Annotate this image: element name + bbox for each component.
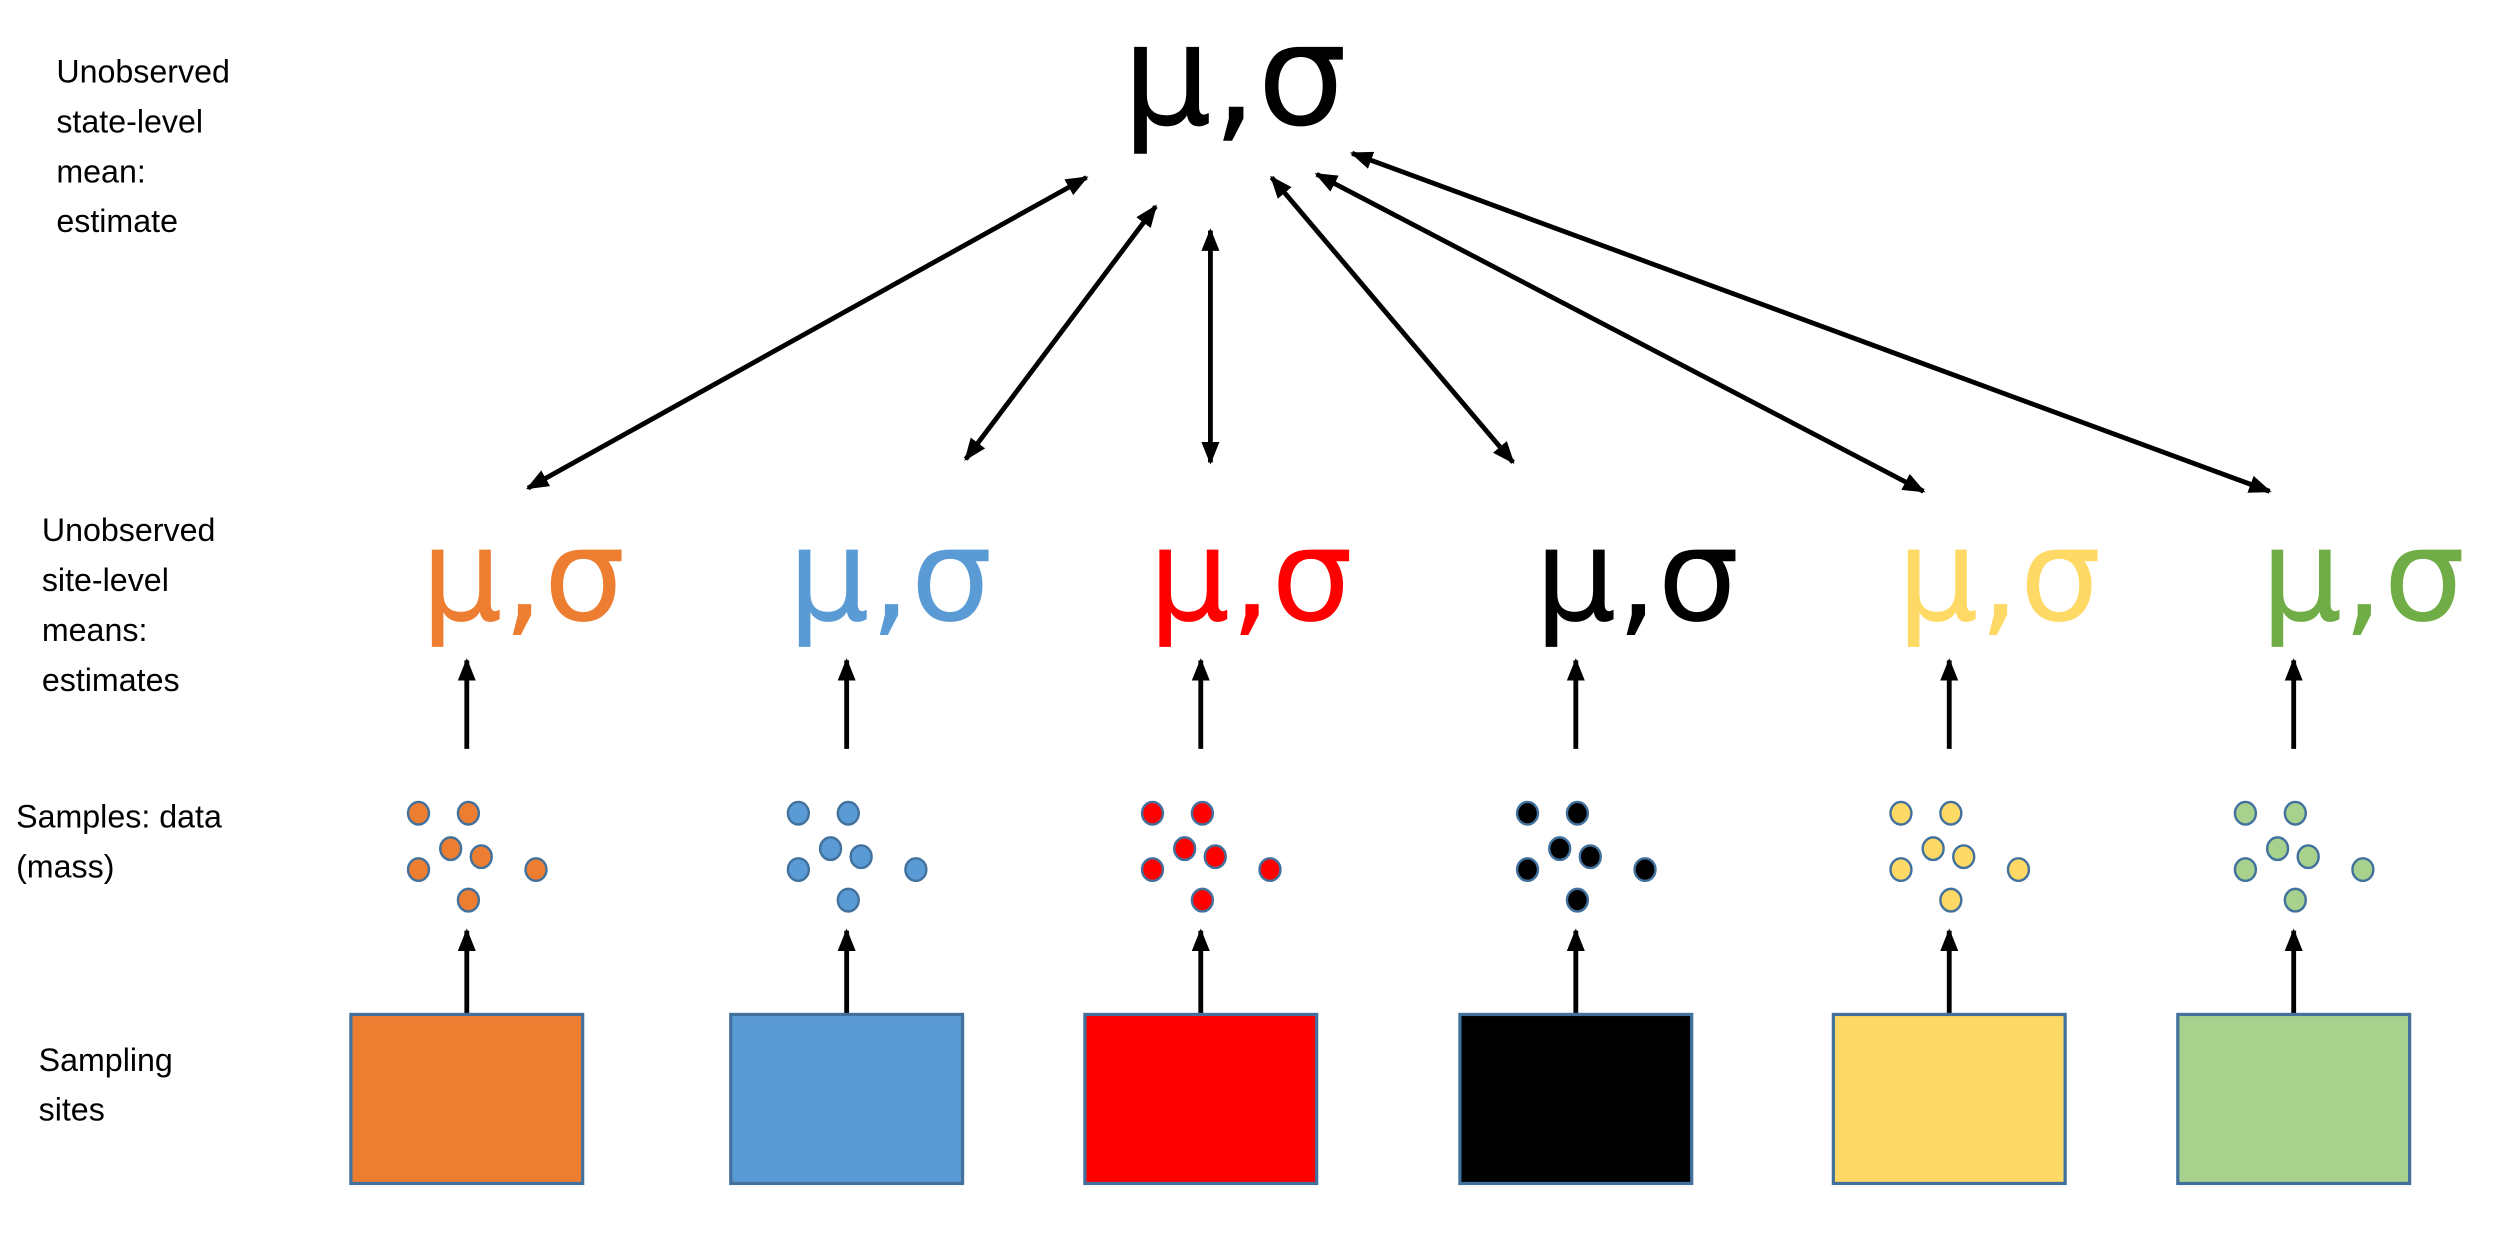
sample-dot (1939, 887, 1963, 913)
sample-dot (1889, 857, 1913, 883)
sites-label-line: sites (39, 1092, 105, 1128)
sample-dot (786, 800, 811, 826)
arrows (525, 151, 2272, 494)
sample-dot (1140, 800, 1165, 826)
row-labels: Unobservedstate-levelmean:estimateUnobse… (16, 53, 230, 1127)
state-level-label-line: mean: (56, 153, 145, 189)
sample-dot (2233, 857, 2258, 883)
double-arrow-state-to-site (1269, 175, 1515, 465)
sampling-site-box (1458, 1012, 1694, 1186)
sample-dot (406, 800, 431, 826)
sample-dot (1548, 836, 1572, 862)
sampling-site-box (2176, 1012, 2412, 1186)
sample-dot (1515, 800, 1540, 826)
sample-dot (1633, 857, 1657, 883)
nodes: μ,σ μ,σ μ,σ μ,σ μ,σ μ,σ μ,σ (349, 0, 2465, 1186)
sample-dot (2351, 857, 2375, 883)
sample-dot (1889, 800, 1913, 826)
sites-label-line: Sampling (39, 1042, 173, 1078)
sample-dot (1190, 800, 1215, 826)
site-level-label-line: Unobserved (42, 512, 216, 548)
sample-dot (2283, 887, 2307, 913)
sample-dot (836, 800, 860, 826)
sample-dot (1173, 836, 1197, 862)
site-mu-sigma: μ,σ (1897, 501, 2101, 651)
sample-dot (1515, 857, 1540, 883)
sample-dot (818, 836, 843, 862)
site-green: μ,σ (2176, 501, 2465, 1186)
double-arrow-state-to-site (1349, 151, 2272, 494)
sample-dot (456, 800, 481, 826)
sample-dot (836, 887, 860, 913)
sample-dot (2283, 800, 2307, 826)
sample-dot (1565, 887, 1590, 913)
site-red: μ,σ (1083, 501, 1353, 1186)
state-level-mu-sigma: μ,σ (1122, 0, 1347, 158)
sample-dot (904, 857, 928, 883)
sampling-site-box (1083, 1012, 1319, 1186)
sample-dot (1578, 844, 1602, 870)
sample-dot (524, 857, 548, 883)
sample-dot (1921, 836, 1945, 862)
sample-dot (849, 844, 873, 870)
sample-dot (439, 836, 463, 862)
site-mu-sigma: μ,σ (788, 501, 992, 651)
sample-dot (406, 857, 431, 883)
double-arrow-state-to-site (525, 175, 1089, 491)
sample-dot (1203, 844, 1227, 870)
site-mu-sigma: μ,σ (1148, 501, 1352, 651)
sample-dot (2265, 836, 2290, 862)
site-level-label-line: estimates (42, 662, 180, 698)
site-mu-sigma: μ,σ (1535, 501, 1739, 651)
sample-dot (2006, 857, 2031, 883)
sample-dot (469, 844, 493, 870)
sample-dot (1939, 800, 1963, 826)
sample-dot (1258, 857, 1282, 883)
state-level-label-line: state-level (56, 103, 203, 139)
sampling-site-box (729, 1012, 965, 1186)
state-level-label-line: estimate (56, 203, 178, 239)
sampling-site-box (349, 1012, 585, 1186)
site-level-label-line: means: (42, 612, 148, 648)
sample-dot (1140, 857, 1165, 883)
samples-label-line: (mass) (16, 849, 114, 885)
sample-dot (2296, 844, 2320, 870)
double-arrow-state-to-site (963, 204, 1158, 461)
sample-dot (1952, 844, 1976, 870)
sample-dot (456, 887, 481, 913)
site-black: μ,σ (1458, 501, 1739, 1186)
site-mu-sigma: μ,σ (2261, 501, 2465, 651)
site-yellow: μ,σ (1831, 501, 2101, 1186)
samples-label-line: Samples: data (16, 799, 222, 835)
state-level-label-line: Unobserved (56, 53, 230, 89)
site-mu-sigma: μ,σ (421, 501, 625, 651)
sample-dot (1565, 800, 1590, 826)
sampling-site-box (1831, 1012, 2067, 1186)
sample-dot (786, 857, 811, 883)
sample-dot (2233, 800, 2258, 826)
sample-dot (1190, 887, 1215, 913)
site-orange: μ,σ (349, 501, 625, 1186)
site-level-label-line: site-level (42, 562, 169, 598)
site-blue: μ,σ (729, 501, 992, 1186)
